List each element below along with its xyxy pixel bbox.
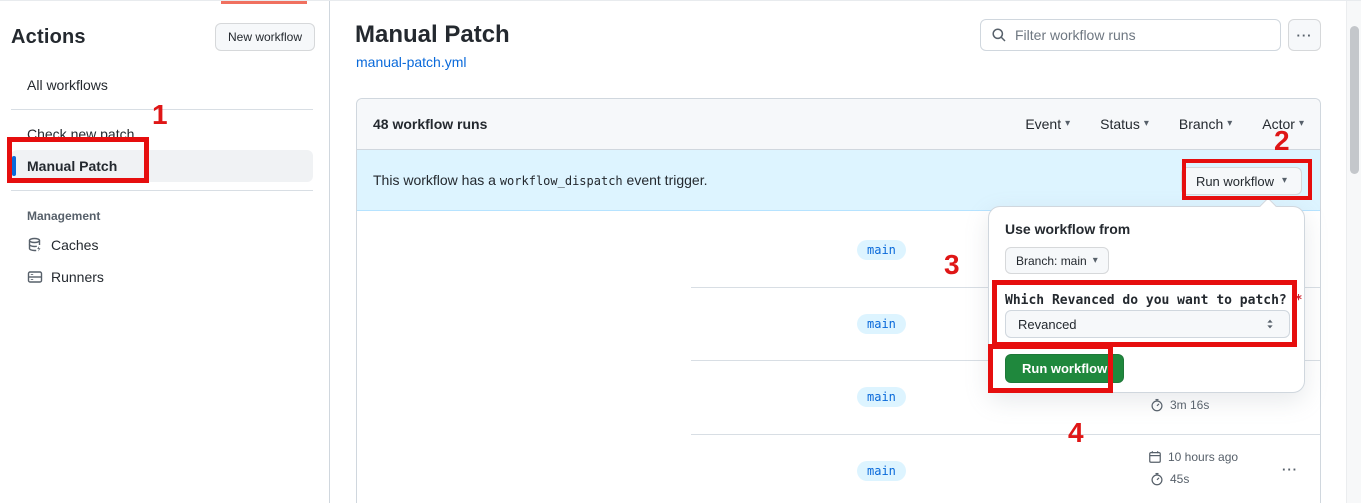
vertical-scrollbar[interactable] [1346, 1, 1361, 503]
branch-badge[interactable]: main [857, 461, 906, 481]
sidebar-item-all-workflows[interactable]: All workflows [27, 77, 108, 93]
revanced-select[interactable]: Revanced [1005, 310, 1290, 338]
workflow-run-row[interactable]: main 3m 16s [357, 360, 1320, 434]
required-marker: * [1294, 293, 1303, 308]
popover-title: Use workflow from [1005, 221, 1131, 237]
actor-filter-dropdown[interactable]: Actor ▾ [1262, 116, 1304, 132]
run-duration: 3m 16s [1150, 398, 1209, 412]
cache-icon [27, 237, 43, 253]
actions-sidebar: Actions New workflow All workflows Check… [0, 1, 330, 503]
sidebar-item-caches[interactable]: Caches [11, 229, 313, 261]
sidebar-item-manual-patch[interactable]: Manual Patch [11, 150, 313, 182]
runners-icon [27, 269, 43, 285]
chevron-down-icon: ▾ [1298, 118, 1304, 129]
sidebar-title: Actions [11, 25, 86, 48]
new-workflow-button[interactable]: New workflow [214, 23, 315, 51]
workflow-run-row[interactable]: main [357, 211, 1320, 287]
workflow-run-list: main main main 3m 16s [357, 211, 1320, 503]
page-kebab-button[interactable]: ··· [1288, 19, 1321, 51]
sidebar-item-runners[interactable]: Runners [11, 261, 313, 293]
run-time-ago: 10 hours ago [1148, 450, 1238, 464]
calendar-icon [1148, 450, 1162, 464]
runs-table-header: 48 workflow runs Event ▾ Status ▾ Branch… [357, 99, 1320, 150]
runs-count: 48 workflow runs [373, 116, 488, 132]
stopwatch-icon [1150, 398, 1164, 412]
chevron-down-icon: ▾ [1065, 118, 1071, 129]
chevron-down-icon: ▾ [1143, 118, 1149, 129]
branch-badge[interactable]: main [857, 240, 906, 260]
workflow-dispatch-code: workflow_dispatch [499, 174, 623, 188]
status-filter-dropdown[interactable]: Status ▾ [1100, 116, 1149, 132]
filter-workflow-runs-box [980, 19, 1281, 51]
chevron-down-icon: ▾ [1092, 254, 1098, 266]
chevron-down-icon: ▾ [1227, 118, 1233, 129]
branch-filter-dropdown[interactable]: Branch ▾ [1178, 116, 1233, 132]
filter-workflow-runs-input[interactable] [1015, 27, 1270, 43]
workflow-input-label: Which Revanced do you want to patch? * [1005, 293, 1303, 308]
selected-marker [12, 156, 16, 176]
banner-text: This workflow has a workflow_dispatch ev… [373, 172, 708, 188]
sidebar-item-check-new-patch[interactable]: Check new patch [27, 126, 135, 142]
event-filter-dropdown[interactable]: Event ▾ [1025, 116, 1071, 132]
top-accent-bar [221, 1, 307, 4]
select-updown-icon [1263, 317, 1277, 331]
nav-divider [11, 109, 313, 110]
scrollbar-thumb[interactable] [1350, 26, 1359, 174]
run-workflow-popover: Use workflow from Branch: main ▾ Which R… [988, 197, 1305, 393]
nav-divider [11, 190, 313, 191]
run-kebab-button[interactable]: ··· [1282, 462, 1298, 477]
branch-badge[interactable]: main [857, 387, 906, 407]
workflow-runs-table: 48 workflow runs Event ▾ Status ▾ Branch… [356, 98, 1321, 503]
branch-select-button[interactable]: Branch: main ▾ [1005, 247, 1109, 274]
run-workflow-dropdown-button[interactable]: Run workflow ▾ [1180, 167, 1302, 195]
workflow-nav: All workflows Check new patch Manual Pat… [11, 69, 313, 293]
workflow-file-link[interactable]: manual-patch.yml [356, 54, 467, 70]
page-title: Manual Patch [355, 21, 510, 48]
search-icon [991, 27, 1007, 43]
workflow-run-row[interactable]: main 10 hours ago [357, 434, 1320, 503]
branch-badge[interactable]: main [857, 314, 906, 334]
stopwatch-icon [1150, 472, 1164, 486]
management-section-label: Management [27, 209, 101, 223]
workflow-dispatch-banner: This workflow has a workflow_dispatch ev… [357, 150, 1320, 211]
run-duration: 45s [1150, 472, 1189, 486]
chevron-down-icon: ▾ [1281, 175, 1287, 186]
run-workflow-submit-button[interactable]: Run workflow [1005, 354, 1125, 383]
